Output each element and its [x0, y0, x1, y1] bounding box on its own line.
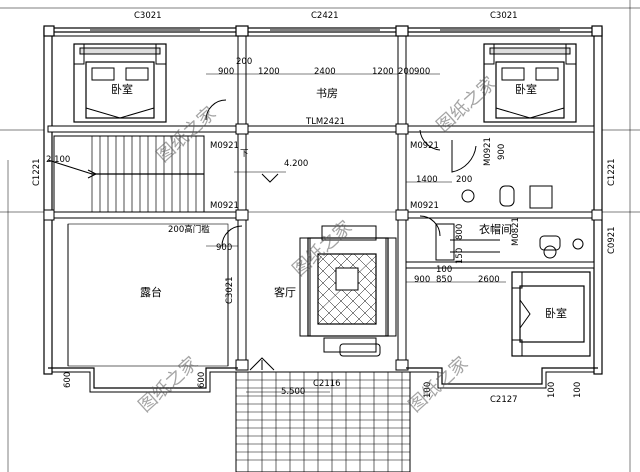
dim-150: 150	[455, 247, 465, 264]
window-code-top-mid: C2421	[311, 11, 339, 21]
window-code-right-top: C1221	[607, 158, 617, 186]
room-label-study: 书房	[316, 87, 338, 100]
dim-100a: 100	[436, 265, 453, 275]
door-code-m-right-top: M0921	[410, 141, 439, 151]
dim-900d: 900	[216, 243, 233, 253]
room-label-bedroom-right: 卧室	[515, 83, 537, 96]
door-code-bath: M0921	[483, 137, 493, 166]
dim-100d: 100	[573, 381, 583, 398]
window-code-top-left: C3021	[134, 11, 162, 21]
room-label-terrace: 露台	[140, 286, 162, 299]
dim-900e: 900	[414, 275, 431, 285]
balcony-level: 5.500	[281, 387, 306, 397]
dim-200c: 200	[456, 175, 473, 185]
dim-900a: 900	[218, 67, 235, 77]
dim-900b: 900	[414, 67, 431, 77]
dim-1200b: 1200	[372, 67, 394, 77]
room-label-closet: 衣帽间	[479, 223, 512, 236]
window-code-bottom-right: C2127	[490, 395, 518, 405]
interior-wall-left	[237, 27, 247, 369]
dim-100c: 100	[547, 381, 557, 398]
door-code-m-left-top: M0921	[210, 141, 239, 151]
hall-level: 4.200	[284, 159, 309, 169]
dim-2600: 2600	[478, 275, 500, 285]
door-code-m-left-low: M0921	[210, 201, 239, 211]
lower-bed	[519, 285, 585, 343]
dim-200a: 200	[236, 57, 253, 67]
dim-200b: 200	[398, 67, 415, 77]
door-code-study: TLM2421	[306, 117, 345, 127]
door-code-closet: M0821	[511, 217, 521, 246]
down-mark: 下	[240, 149, 249, 159]
sofa-set	[307, 237, 389, 337]
room-label-bedroom-lower: 卧室	[545, 307, 567, 320]
window-code-balcony: C2116	[313, 379, 341, 389]
window-code-terrace-side: C3021	[225, 276, 235, 304]
dim-900c: 900	[497, 143, 507, 160]
interior-wall-right	[397, 27, 407, 369]
room-label-living: 客厅	[274, 286, 296, 299]
dim-800: 800	[455, 223, 465, 240]
door-code-m-right-low: M0921	[410, 201, 439, 211]
stair-level: 2.100	[46, 155, 71, 165]
dim-600b: 600	[197, 371, 207, 388]
dim-1200a: 1200	[258, 67, 280, 77]
dim-600a: 600	[63, 371, 73, 388]
east-wall	[593, 27, 603, 375]
toilet	[499, 185, 515, 207]
dim-1400: 1400	[416, 175, 438, 185]
room-label-bedroom-left: 卧室	[111, 83, 133, 96]
door-code-threshold: 200高门槛	[168, 225, 210, 235]
west-wall	[43, 27, 53, 375]
dim-850: 850	[436, 275, 453, 285]
window-code-right-low: C0921	[607, 226, 617, 254]
window-code-top-right: C3021	[490, 11, 518, 21]
window-code-left-wall: C1221	[32, 158, 42, 186]
dim-2400: 2400	[314, 67, 336, 77]
